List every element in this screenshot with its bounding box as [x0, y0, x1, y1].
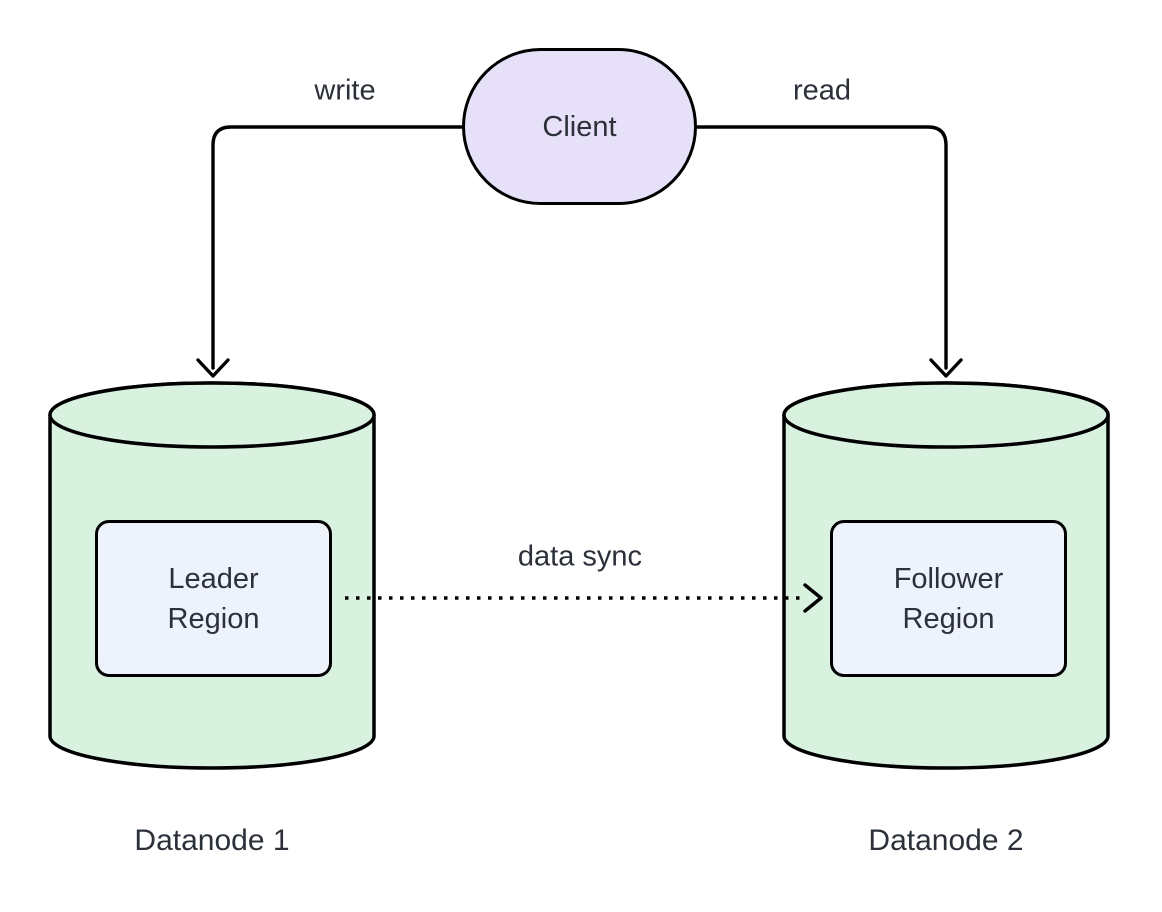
datanode2-cylinder-top	[782, 381, 1110, 449]
node-follower-region: Follower Region	[830, 520, 1067, 677]
read-edge-line	[695, 125, 948, 370]
read-arrowhead-icon	[929, 358, 963, 378]
node-client-label: Client	[542, 110, 617, 143]
read-edge-label: read	[792, 74, 852, 107]
data-sync-arrowhead-icon	[803, 583, 823, 613]
data-sync-edge-label: data sync	[517, 540, 643, 573]
datanode1-cylinder-top	[48, 381, 376, 449]
write-edge-line	[211, 125, 464, 370]
leader-region-label-line1: Leader	[168, 562, 259, 595]
node-leader-region: Leader Region	[95, 520, 332, 677]
datanode1-caption: Datanode 1	[134, 824, 290, 857]
datanode2-caption: Datanode 2	[868, 824, 1024, 857]
leader-region-label-line2: Region	[167, 602, 260, 635]
follower-region-label-line1: Follower	[893, 562, 1004, 595]
follower-region-label-line2: Region	[902, 602, 995, 635]
write-arrowhead-icon	[196, 358, 230, 378]
write-edge-label: write	[314, 74, 376, 107]
node-client: Client	[462, 48, 697, 205]
